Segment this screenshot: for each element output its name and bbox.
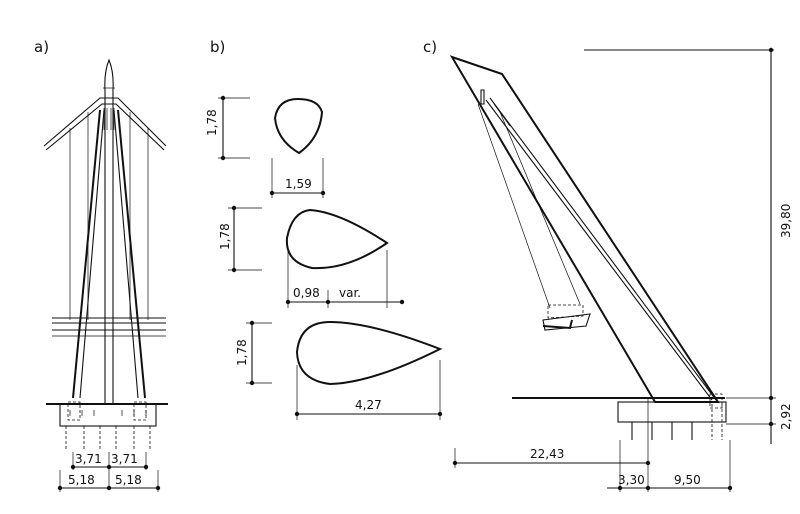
pylon-slots — [103, 108, 115, 130]
stay-left-inner — [79, 109, 105, 399]
stay-2 — [489, 97, 717, 401]
section-3-height: 1,78 — [235, 339, 249, 366]
piles-side — [631, 422, 693, 440]
anchor-right — [133, 401, 147, 421]
panel-label-b: b) — [210, 38, 225, 56]
pylon-slot — [480, 89, 485, 105]
section-3-height-ext — [246, 322, 272, 384]
section-3-width: 4,27 — [355, 398, 382, 412]
section-2-width: 0,98 — [293, 286, 320, 300]
hanger-lines — [69, 112, 149, 320]
section-1-height: 1,78 — [205, 109, 219, 136]
height-ext — [726, 397, 776, 425]
panel-label-a: a) — [34, 38, 49, 56]
dim-a-inner-left: 3,71 — [75, 452, 102, 466]
height-total: 39,80 — [779, 204, 793, 238]
cable-fan-inner — [45, 103, 165, 151]
span-ext — [454, 398, 649, 492]
section-2-var: var. — [339, 286, 361, 300]
deck-outline — [547, 304, 584, 319]
section-3-shape — [295, 320, 443, 386]
hanger-diag-2 — [499, 111, 581, 305]
piles — [65, 426, 151, 450]
section-1-shape — [273, 97, 324, 155]
height-foundation: 2,92 — [779, 403, 793, 430]
section-2-shape — [285, 208, 389, 270]
section-2-height-ext — [228, 207, 262, 271]
stay-left-outer — [72, 109, 101, 399]
base-ext — [619, 440, 731, 492]
anchor-piles — [711, 404, 723, 440]
anchor-left — [67, 401, 81, 421]
cross-sections: 1,78 1,59 1,78 0,98 var. 1,78 4,27 — [205, 95, 443, 420]
pylon-mast — [104, 58, 114, 403]
section-2-width-ext — [287, 250, 388, 308]
dim-a-outer-right: 5,18 — [115, 473, 142, 487]
section-1-width: 1,59 — [285, 177, 312, 191]
dim-ticks — [72, 452, 147, 490]
front-view: 3,71 3,71 5,18 5,18 — [43, 58, 168, 492]
dim-a-inner-right: 3,71 — [111, 452, 138, 466]
deck-edge — [542, 319, 573, 330]
dim-ticks-outer — [59, 470, 159, 492]
base-dim: 9,50 — [674, 473, 701, 487]
side-view: 39,80 2,92 22,43 3,30 9,50 — [449, 47, 793, 492]
stay-1 — [485, 99, 713, 401]
hanger-diag — [477, 103, 551, 309]
stay-right-outer — [117, 109, 146, 399]
dim-a-outer-left: 5,18 — [68, 473, 95, 487]
base-small-dim: 3,30 — [618, 473, 645, 487]
foundation-block — [59, 403, 157, 427]
section-2-height: 1,78 — [218, 223, 232, 250]
cable-fan-top — [43, 97, 167, 147]
panel-label-c: c) — [423, 38, 437, 56]
section-3-width-ext — [296, 360, 441, 420]
deck-lines — [52, 317, 166, 331]
stay-right-inner — [113, 109, 139, 399]
anchor-side — [709, 393, 723, 409]
anchor-marks — [69, 410, 147, 416]
span-dim: 22,43 — [530, 447, 564, 461]
